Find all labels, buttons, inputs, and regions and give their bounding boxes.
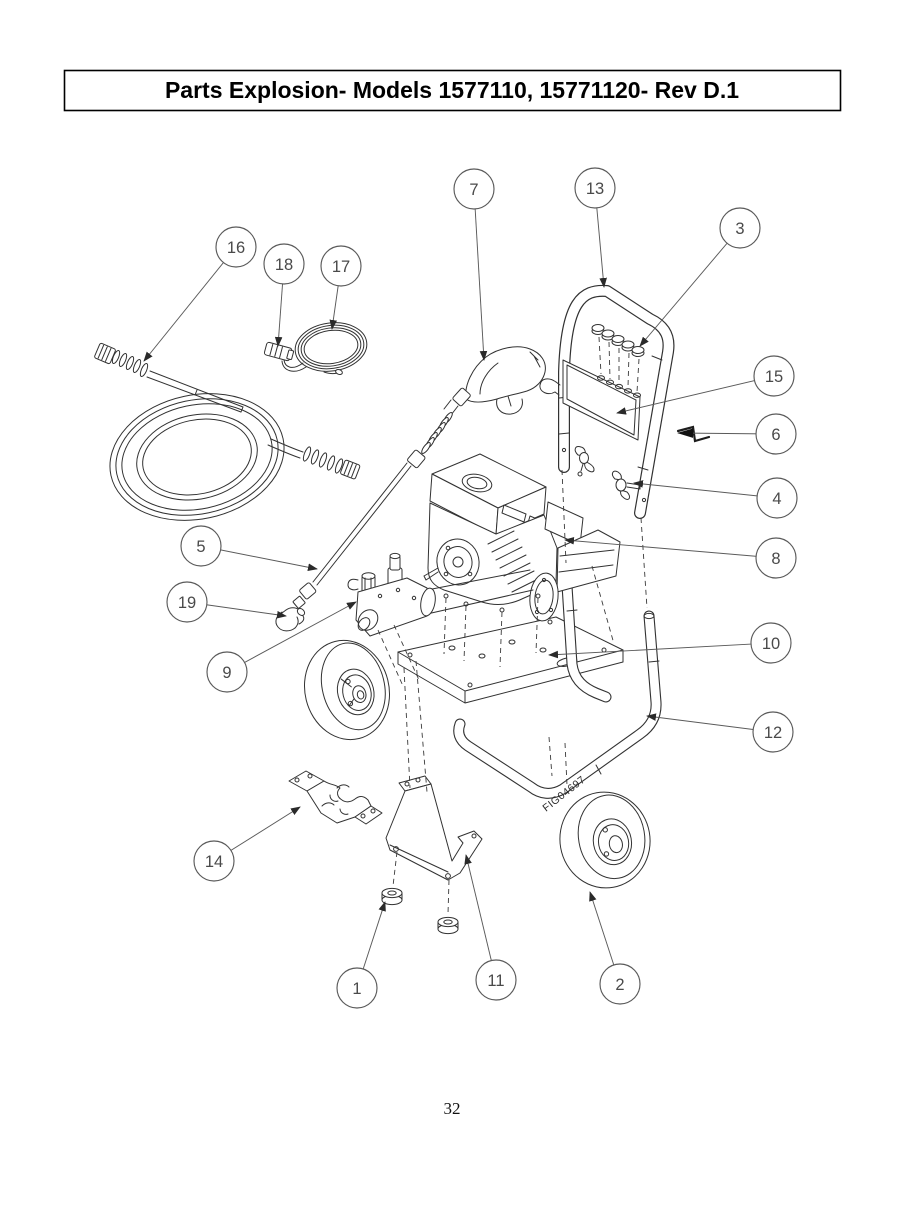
detergent-hose-coil bbox=[263, 322, 368, 375]
svg-text:17: 17 bbox=[332, 258, 350, 276]
svg-text:15: 15 bbox=[765, 368, 783, 386]
callout-13: 13 bbox=[574, 167, 616, 209]
spray-wand bbox=[94, 342, 244, 413]
callout-7: 7 bbox=[453, 168, 495, 210]
svg-text:9: 9 bbox=[222, 664, 231, 682]
callout-10: 10 bbox=[750, 622, 792, 664]
callout-11: 11 bbox=[475, 959, 517, 1001]
svg-text:4: 4 bbox=[772, 490, 781, 508]
hanger-hook bbox=[539, 378, 561, 396]
callout-4: 4 bbox=[756, 477, 798, 519]
crankcase-face bbox=[529, 572, 559, 622]
handle-knob-bolt bbox=[611, 470, 641, 500]
hairpin-clip bbox=[676, 425, 711, 443]
hose-coupling-ribs bbox=[302, 446, 344, 474]
spray-lance bbox=[292, 462, 412, 609]
assembly-lines bbox=[377, 469, 648, 915]
callout-14: 14 bbox=[193, 840, 235, 882]
engine-mount-bracket bbox=[288, 770, 383, 825]
svg-text:7: 7 bbox=[469, 181, 478, 199]
control-panel bbox=[562, 359, 641, 441]
svg-text:19: 19 bbox=[178, 594, 196, 612]
title-border bbox=[63, 69, 842, 112]
callout-8: 8 bbox=[755, 537, 797, 579]
inlet-elbow bbox=[275, 607, 306, 632]
svg-text:14: 14 bbox=[205, 853, 223, 871]
callout-9: 9 bbox=[206, 651, 248, 693]
callout-18: 18 bbox=[263, 243, 305, 285]
svg-text:13: 13 bbox=[586, 180, 604, 198]
callout-2: 2 bbox=[599, 963, 641, 1005]
svg-text:18: 18 bbox=[275, 256, 293, 274]
callout-16: 16 bbox=[215, 226, 257, 268]
svg-text:8: 8 bbox=[771, 550, 780, 568]
callout-5: 5 bbox=[180, 525, 222, 567]
callout-12: 12 bbox=[752, 711, 794, 753]
panel-cap-plugs bbox=[591, 324, 645, 393]
rubber-foot bbox=[381, 887, 403, 906]
svg-text:1: 1 bbox=[352, 980, 361, 998]
svg-text:5: 5 bbox=[196, 538, 205, 556]
page-title: Parts Explosion- Models 1577110, 1577112… bbox=[165, 77, 739, 103]
engine bbox=[423, 453, 621, 622]
support-bracket bbox=[385, 775, 483, 881]
rear-wheel bbox=[559, 791, 651, 889]
hose-end-nut bbox=[340, 459, 361, 480]
callout-1: 1 bbox=[336, 967, 378, 1009]
callout-6: 6 bbox=[755, 413, 797, 455]
cap-plug bbox=[591, 324, 645, 357]
page-number: 32 bbox=[444, 1099, 461, 1118]
svg-text:12: 12 bbox=[764, 724, 782, 742]
svg-text:3: 3 bbox=[735, 220, 744, 238]
svg-text:10: 10 bbox=[762, 635, 780, 653]
wing-knob bbox=[574, 446, 595, 477]
svg-text:11: 11 bbox=[487, 972, 504, 990]
callouts: 1 2 3 4 5 6 7 8 9 10 11 12 13 14 15 16 1… bbox=[166, 167, 798, 1009]
pump-inlet bbox=[357, 609, 379, 631]
title-bar: Parts Explosion- Models 1577110, 1577112… bbox=[63, 69, 842, 112]
svg-text:6: 6 bbox=[771, 426, 780, 444]
callout-17: 17 bbox=[320, 245, 362, 287]
pressure-hose-coil bbox=[109, 393, 361, 521]
callout-3: 3 bbox=[719, 207, 761, 249]
recoil-starter bbox=[423, 538, 480, 586]
pump bbox=[347, 552, 534, 637]
hose-fitting bbox=[263, 341, 295, 362]
svg-text:16: 16 bbox=[227, 239, 245, 257]
spray-gun bbox=[443, 346, 546, 416]
rubber-foot bbox=[437, 916, 459, 935]
front-wheel bbox=[303, 639, 391, 741]
callout-19: 19 bbox=[166, 581, 208, 623]
svg-text:2: 2 bbox=[615, 976, 624, 994]
callout-15: 15 bbox=[753, 355, 795, 397]
flex-hose bbox=[407, 412, 453, 469]
